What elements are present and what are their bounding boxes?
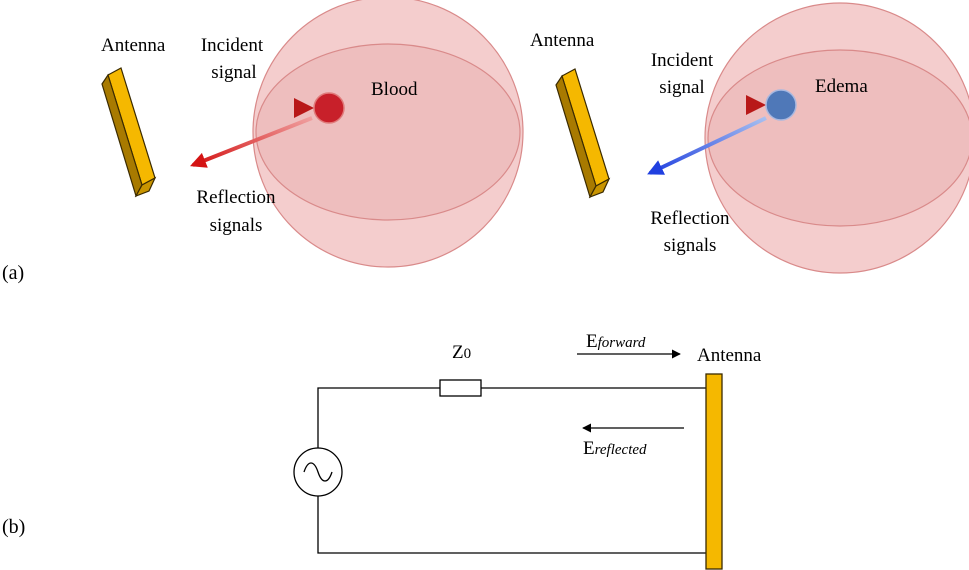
right-reflection-arrow: [647, 116, 767, 175]
circuit-antenna-label: Antenna: [697, 345, 762, 366]
impedance-resistor-icon: [439, 379, 482, 397]
right-antenna-icon: [555, 68, 611, 199]
forward-label: Eforward: [586, 331, 646, 352]
reflected-label: Ereflected: [583, 438, 647, 459]
circuit-antenna-icon: [705, 373, 723, 570]
panel-b-circuit: Z0 Eforward Ereflected Antenna: [293, 331, 762, 570]
left-incident-label-1: Incident: [201, 35, 264, 56]
impedance-label: Z0: [452, 342, 471, 363]
panel-a-label: (a): [2, 262, 24, 284]
left-reflection-arrow: [190, 116, 313, 168]
right-reflection-label-2: signals: [664, 235, 717, 256]
left-incident-label-2: signal: [211, 62, 256, 83]
left-antenna-label: Antenna: [101, 35, 166, 56]
edema-label: Edema: [815, 76, 868, 97]
right-reflection-label-1: Reflection: [650, 208, 730, 229]
blood-target: [313, 92, 345, 124]
blood-label: Blood: [371, 79, 418, 100]
right-sphere: [704, 2, 969, 274]
right-incident-label-2: signal: [659, 77, 704, 98]
edema-target: [765, 89, 797, 121]
panel-a-left: Antenna Incident signal Blood Reflection…: [101, 0, 524, 268]
right-incident-label-1: Incident: [651, 50, 714, 71]
left-sphere: [252, 0, 524, 268]
right-antenna-label: Antenna: [530, 30, 595, 51]
ac-source-icon: [293, 447, 343, 497]
left-antenna-icon: [101, 67, 157, 198]
left-reflection-label-1: Reflection: [196, 187, 276, 208]
panel-b-label: (b): [2, 516, 25, 538]
circuit-wire: [317, 387, 706, 554]
panel-a-right: Antenna Incident signal Edema Reflection…: [530, 2, 969, 274]
left-reflection-label-2: signals: [210, 215, 263, 236]
